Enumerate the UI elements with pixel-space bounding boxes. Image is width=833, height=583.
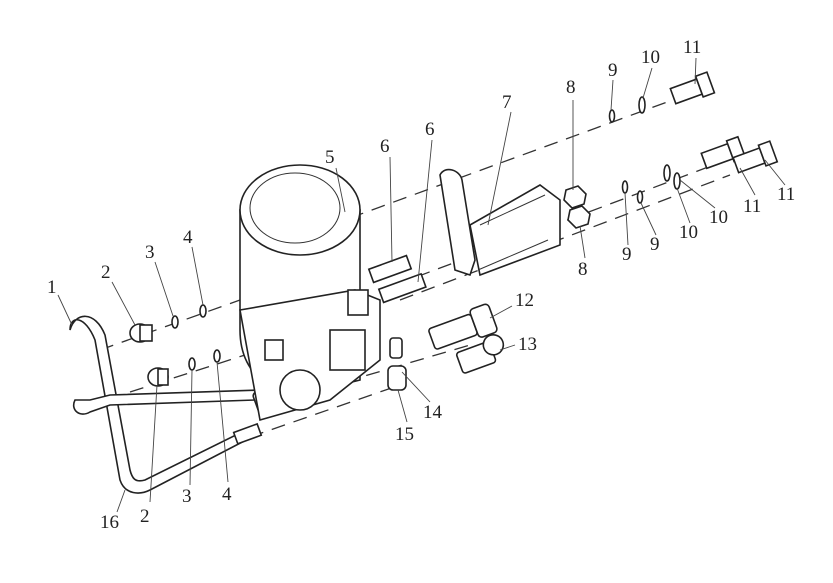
callout-1: 1: [47, 277, 57, 298]
callout-15: 15: [395, 424, 414, 445]
callout-8-upper: 8: [566, 77, 576, 98]
callout-9-mid: 9: [622, 244, 632, 265]
callout-11-mid: 11: [743, 196, 761, 217]
callout-9-right: 9: [650, 234, 660, 255]
callout-6-right: 6: [425, 119, 435, 140]
callout-3-upper: 3: [145, 242, 155, 263]
callout-12: 12: [515, 290, 534, 311]
callout-7: 7: [502, 92, 512, 113]
callout-2-upper: 2: [101, 262, 111, 283]
callout-10-mid: 10: [679, 222, 698, 243]
callout-13: 13: [518, 334, 537, 355]
callout-14: 14: [423, 402, 443, 423]
fittings-left: [129, 304, 221, 387]
washers: [608, 96, 681, 204]
callout-2-lower: 2: [140, 506, 150, 527]
callout-11-right: 11: [777, 184, 795, 205]
fittings-right: [387, 303, 505, 391]
air-dryer-body: [239, 164, 381, 422]
bolts-11: [669, 71, 779, 174]
callout-4-upper: 4: [183, 227, 193, 248]
callout-10-top: 10: [641, 47, 660, 68]
part-callouts: 1 2 3 4 5 6 6 7 8 8 9 9 9 10 10 10 11 11…: [47, 37, 795, 533]
callout-11-top: 11: [683, 37, 701, 58]
callout-8-lower: 8: [578, 259, 588, 280]
callout-10-right: 10: [709, 207, 728, 228]
nuts-8: [563, 185, 591, 229]
callout-4-lower: 4: [222, 484, 232, 505]
callout-16: 16: [100, 512, 119, 533]
bracket: [439, 168, 561, 277]
callout-3-lower: 3: [182, 486, 192, 507]
callout-5: 5: [325, 147, 335, 168]
callout-9-top: 9: [608, 60, 618, 81]
leader-lines: [57, 57, 786, 513]
callout-6-left: 6: [380, 136, 390, 157]
bolts-6: [367, 254, 427, 304]
